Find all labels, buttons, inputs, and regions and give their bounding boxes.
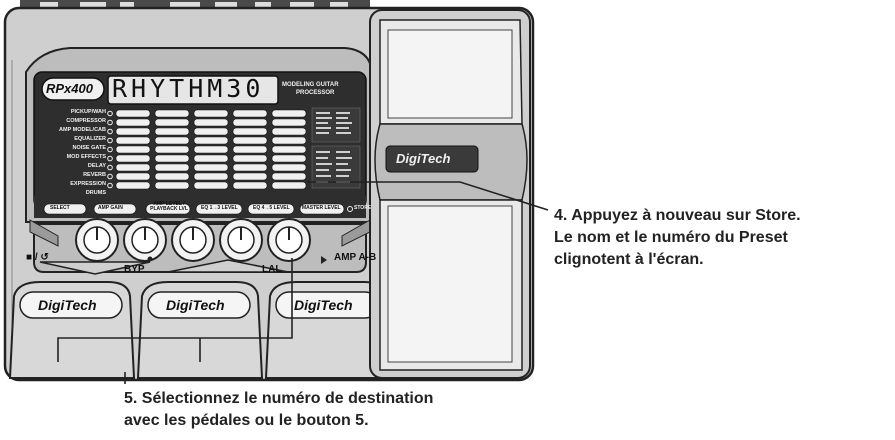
expression-pedal: [369, 9, 531, 379]
effect-label: DRUMS: [85, 190, 106, 196]
knob-2[interactable]: [123, 218, 167, 262]
brand-logo: DigiTech: [396, 151, 451, 166]
effect-label: MOD EFFECTS: [66, 154, 106, 160]
play-triangle: [321, 256, 327, 264]
footswitch-label-4: AMP A-B: [334, 252, 377, 263]
pedal-2-logo: DigiTech: [166, 297, 225, 313]
subtitle-line2: PROCESSOR: [296, 90, 335, 96]
model-badge: [41, 77, 105, 101]
lcd-display: [107, 75, 279, 105]
knob-5[interactable]: [267, 218, 311, 262]
effect-label: EQUALIZER: [74, 136, 106, 142]
callout-step4-line2: Le nom et le numéro du Preset: [554, 229, 788, 246]
callout-step4-line3: clignotent à l'écran.: [554, 251, 704, 268]
knob-3[interactable]: [171, 218, 215, 262]
pedal-1-logo: DigiTech: [38, 297, 97, 313]
lcd-text: RHYTHM30: [112, 74, 265, 103]
callout-step5: 5. Sélectionnez le numéro de destination…: [124, 388, 433, 432]
effect-labels: PICKUP/WAH COMPRESSOR AMP MODEL/CAB EQUA…: [38, 108, 106, 198]
knob-label: AMP GAIN: [98, 205, 123, 211]
callout-step5-line2: avec les pédales ou le bouton 5.: [124, 412, 369, 429]
record-dot: [147, 256, 153, 262]
effect-label: DELAY: [87, 163, 106, 169]
footswitch-pedals: [8, 281, 392, 379]
knob-label: MASTER LEVEL: [302, 205, 341, 211]
effect-label: REVERB: [83, 172, 106, 178]
callout-lines: [57, 181, 549, 384]
effect-label: COMPRESSOR: [66, 118, 106, 124]
pedal-3-logo: DigiTech: [294, 297, 353, 313]
knobs: [75, 218, 311, 262]
row-leds: [107, 110, 113, 189]
knob-label: AMP LEVEL / PLAYBACK LVL: [150, 201, 188, 212]
knob-label: STORE: [354, 205, 372, 211]
callout-step4: 4. Appuyez à nouveau sur Store. Le nom e…: [554, 205, 801, 271]
knob-label: SELECT: [50, 205, 70, 211]
effect-label: NOISE GATE: [72, 145, 106, 151]
effect-rows: [115, 109, 307, 190]
model-name: RPx400: [46, 81, 93, 96]
knob-label: EQ 4→5 LEVEL: [253, 205, 290, 211]
callout-step5-line1: 5. Sélectionnez le numéro de destination: [124, 390, 434, 407]
knob-label: EQ 1→3 LEVEL: [201, 205, 238, 211]
effect-label: PICKUP/WAH: [70, 109, 106, 115]
knob-1[interactable]: [75, 218, 119, 262]
pedal-arrows: [39, 259, 289, 275]
footswitch-label-3: LAL: [262, 264, 282, 275]
effect-label: EXPRESSION: [70, 181, 106, 187]
effect-label: AMP MODEL/CAB: [59, 127, 106, 133]
subtitle-line1: MODELING GUITAR: [282, 82, 339, 88]
callout-step4-line1: 4. Appuyez à nouveau sur Store.: [554, 207, 801, 224]
footswitch-label-1: ■ / ↺: [26, 252, 49, 263]
knob-4[interactable]: [219, 218, 263, 262]
footswitch-label-2: BYP: [124, 264, 145, 275]
